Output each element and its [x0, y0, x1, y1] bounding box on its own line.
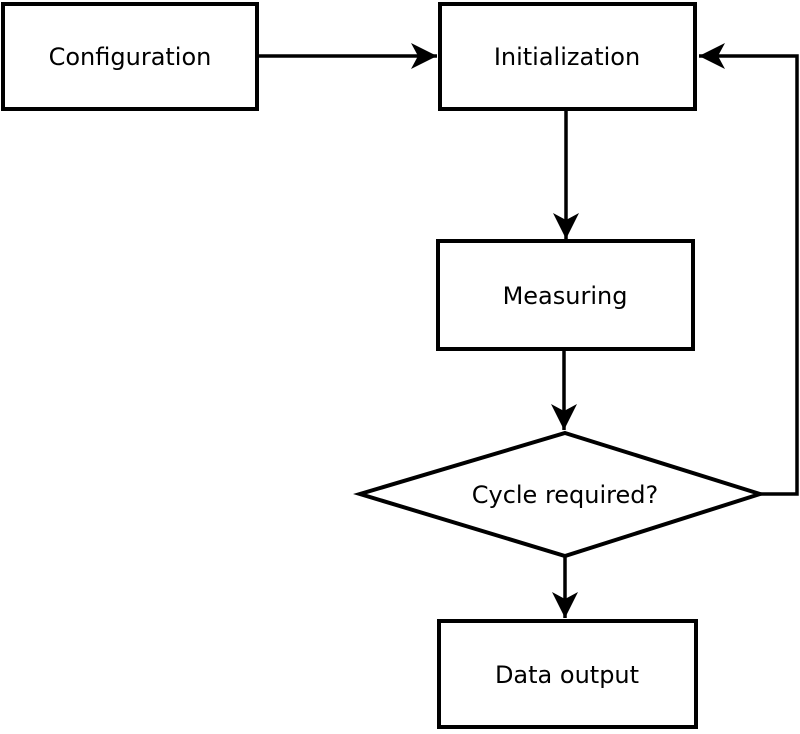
node-initialization: Initialization [438, 2, 697, 111]
initialization-label: Initialization [494, 43, 640, 71]
data-output-label: Data output [495, 661, 639, 689]
node-cycle-required: Cycle required? [353, 430, 767, 559]
initialization-box [438, 2, 697, 111]
configuration-box [1, 2, 259, 111]
cycle-required-label: Cycle required? [472, 481, 659, 509]
edge-cycle-required-loop-to-initialization [699, 43, 799, 496]
measuring-label: Measuring [503, 282, 628, 310]
node-data-output: Data output [437, 619, 698, 729]
data-output-box [437, 619, 698, 729]
cycle-required-diamond [353, 430, 767, 559]
configuration-label: Configuration [49, 43, 212, 71]
measuring-box [436, 239, 695, 351]
node-configuration: Configuration [1, 2, 259, 111]
node-measuring: Measuring [436, 239, 695, 351]
